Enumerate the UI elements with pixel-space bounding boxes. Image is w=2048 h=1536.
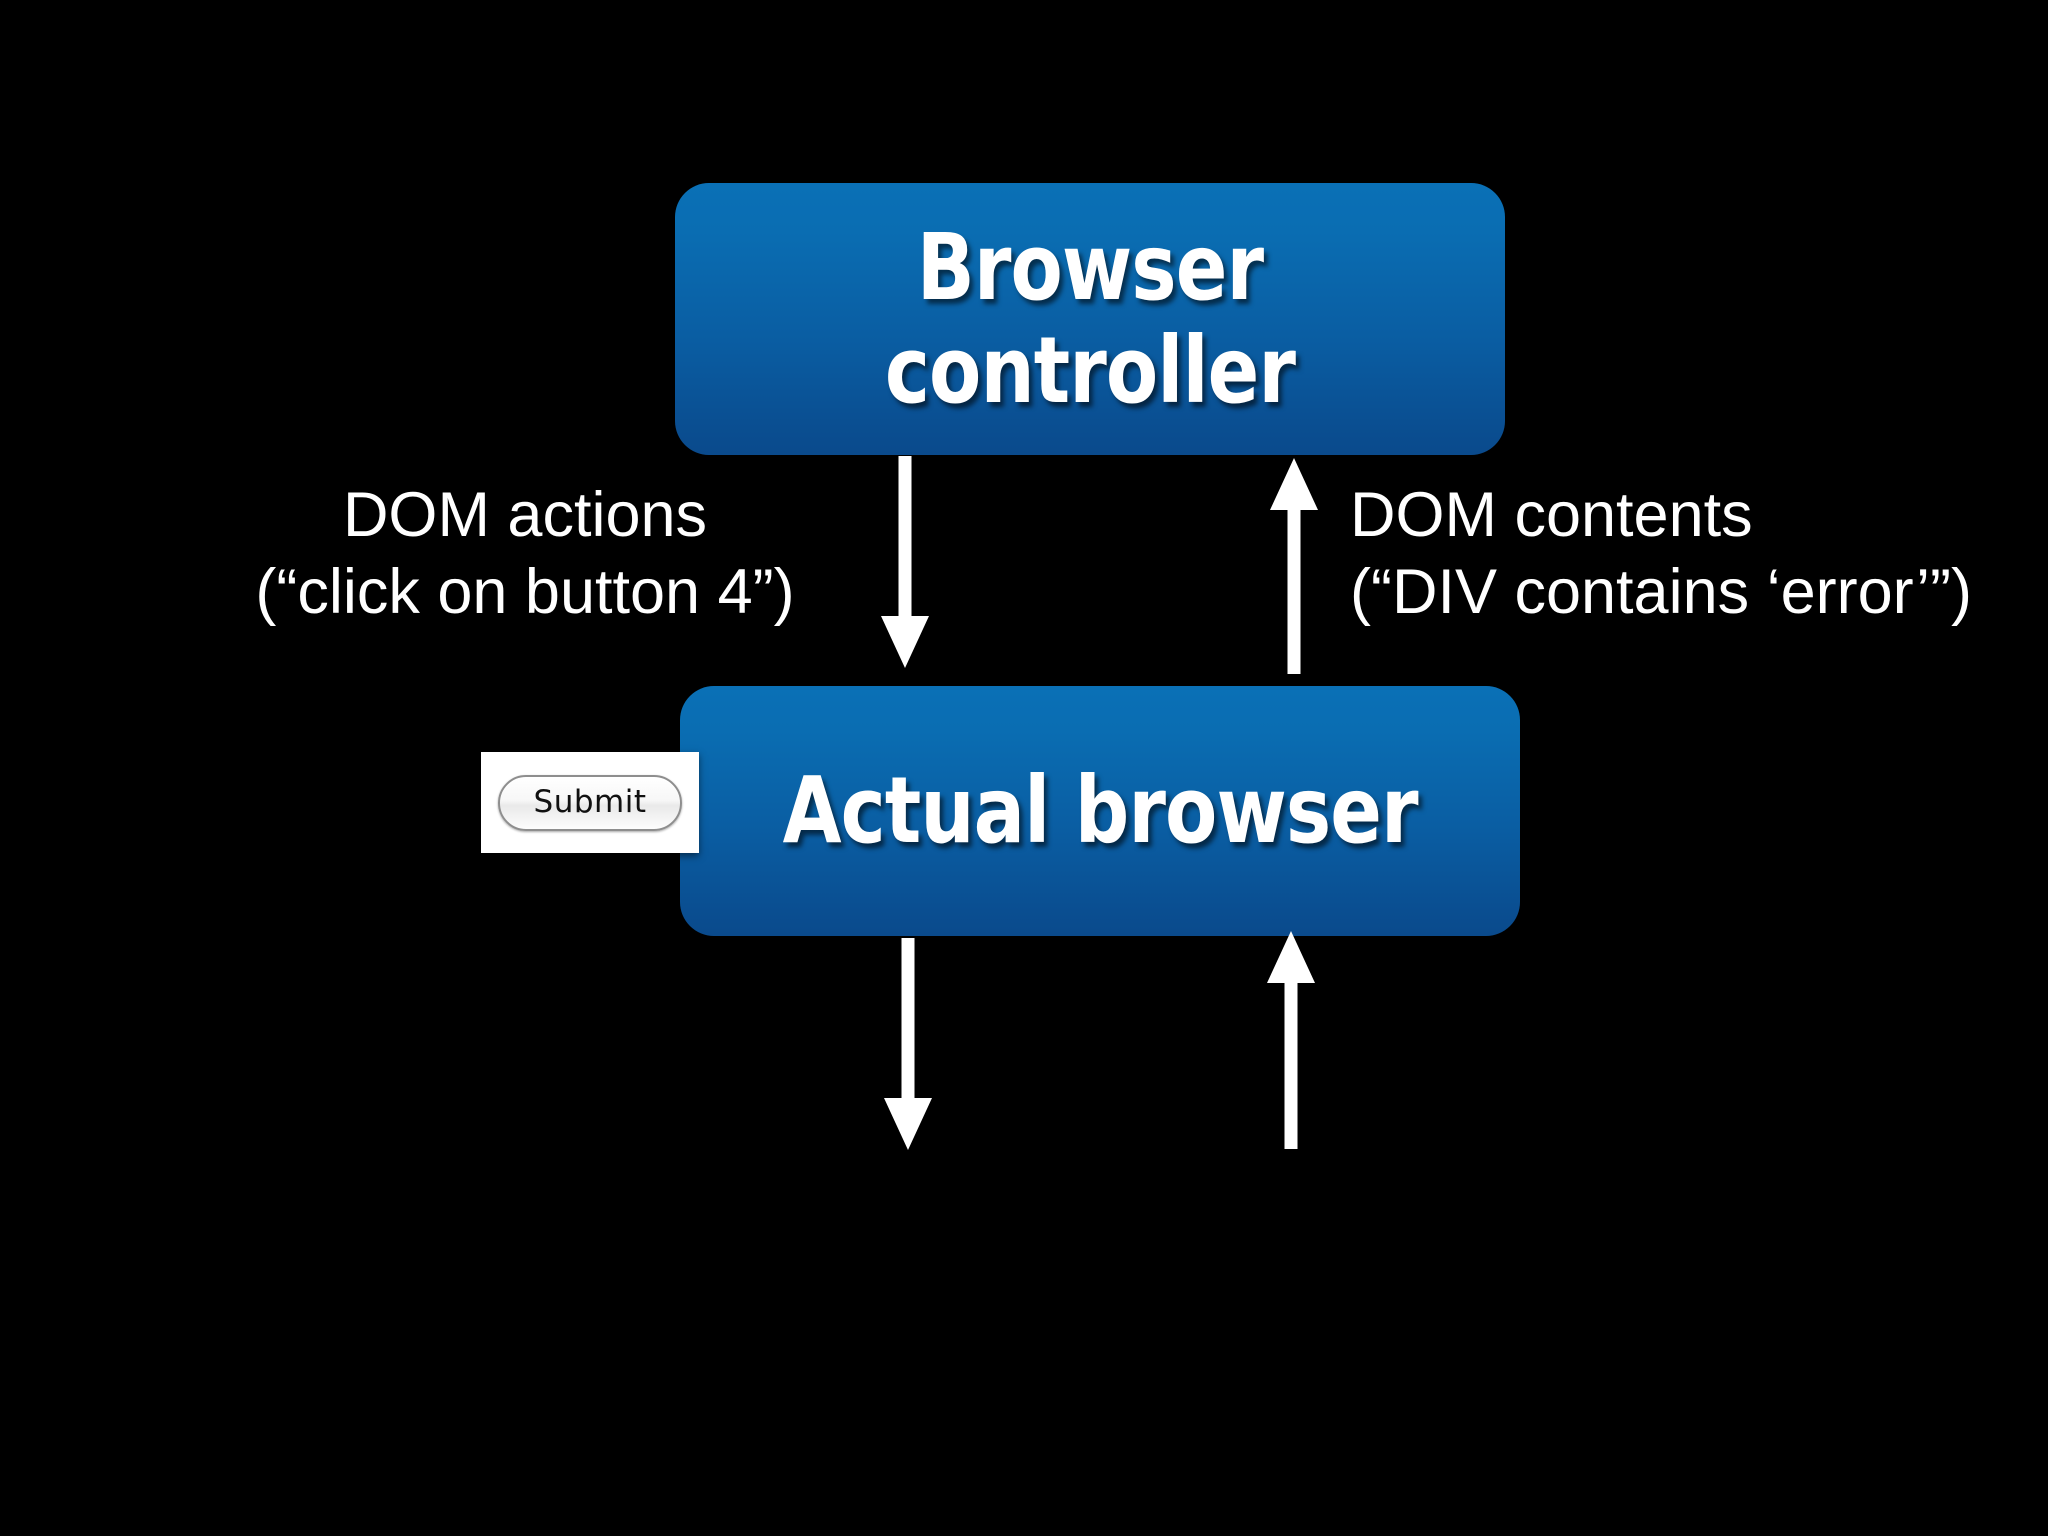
submit-button-screenshot: Submit bbox=[481, 752, 699, 853]
arrow-shaft bbox=[898, 456, 912, 620]
submit-button[interactable]: Submit bbox=[498, 774, 682, 831]
arrow-render-down-icon bbox=[883, 938, 933, 1150]
arrow-shaft bbox=[1287, 506, 1301, 674]
node-actual-browser: Actual browser bbox=[680, 686, 1520, 936]
node-browser-controller: Browser controller bbox=[675, 183, 1505, 455]
edge-label-dom-actions-line1: DOM actions bbox=[342, 480, 708, 550]
submit-button-label: Submit bbox=[533, 784, 647, 820]
arrow-shaft bbox=[1284, 979, 1298, 1149]
arrow-head bbox=[1267, 931, 1315, 983]
node-actual-browser-label: Actual browser bbox=[782, 757, 1418, 865]
edge-label-dom-actions: DOM actions (“click on button 4”) bbox=[195, 477, 855, 631]
arrow-dom-actions-down-icon bbox=[880, 456, 930, 668]
arrow-events-up-icon bbox=[1266, 931, 1316, 1149]
edge-label-dom-contents-line1: DOM contents bbox=[1350, 480, 1753, 550]
arrow-dom-contents-up-icon bbox=[1269, 458, 1319, 674]
edge-label-dom-contents: DOM contents (“DIV contains ‘error’”) bbox=[1350, 477, 2048, 631]
edge-label-dom-actions-line2: (“click on button 4”) bbox=[255, 556, 795, 627]
arrow-head bbox=[1270, 458, 1318, 510]
edge-label-dom-contents-line2: (“DIV contains ‘error’”) bbox=[1350, 556, 1972, 627]
node-browser-controller-label: Browser controller bbox=[884, 213, 1296, 424]
arrow-head bbox=[881, 616, 929, 668]
arrow-shaft bbox=[901, 938, 915, 1102]
arrow-head bbox=[884, 1098, 932, 1150]
